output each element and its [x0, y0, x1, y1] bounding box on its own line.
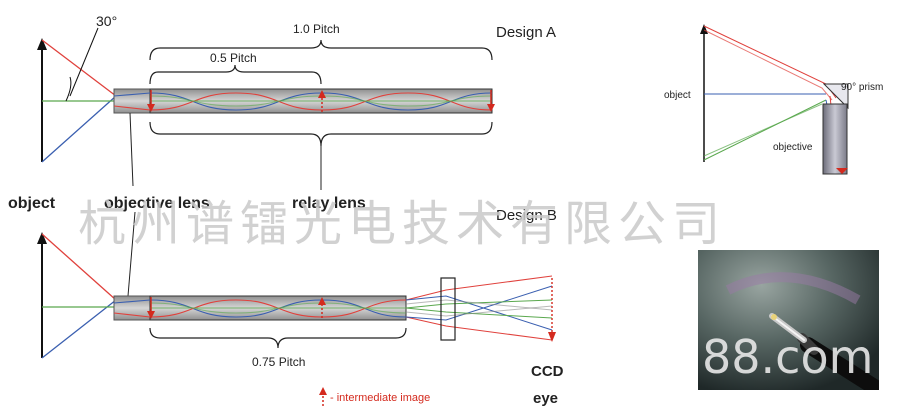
object-arrow-head-b [37, 232, 47, 244]
angle-leader [69, 27, 99, 97]
final-image-head [548, 332, 556, 342]
intermediate-images-b [147, 297, 326, 319]
design-b: Design B [37, 207, 564, 407]
relay-brace-a [149, 121, 493, 147]
objective-leader-a [129, 112, 134, 187]
design-a-title: Design A [496, 24, 556, 41]
prism-objective-label: objective [773, 142, 813, 153]
prism-rays [703, 25, 841, 173]
prism-shape [822, 83, 849, 110]
relay-lens-label: relay lens [292, 195, 366, 212]
company-watermark: 杭州谱镭光电技术有限公司 [78, 196, 726, 252]
input-rays-a [41, 39, 117, 163]
pitch-brace-b [149, 327, 407, 349]
prism-label: 90° prism [841, 82, 883, 93]
legend-arrow-head [319, 387, 327, 395]
prism-image-arrow [836, 168, 848, 174]
prism-object-arrow-head [700, 24, 708, 34]
object-arrow-head-a [37, 38, 47, 50]
pitch-brace-half [149, 64, 322, 85]
input-rays-b [41, 233, 117, 359]
pitch-b-label: 0.75 Pitch [252, 355, 305, 369]
relay-rays-b [113, 299, 407, 318]
product-photo-image [698, 250, 879, 390]
angle-arc [65, 76, 72, 102]
ccd-label: CCD [531, 363, 564, 380]
eyepiece-lens [440, 277, 456, 341]
eye-label: eye [533, 390, 558, 407]
legend-label: - intermediate image [330, 392, 430, 404]
product-photo [698, 250, 879, 390]
prism-diagram: object 90° prism objective [664, 24, 883, 175]
prism-objective-rod [822, 103, 848, 175]
pitch-half-label: 0.5 Pitch [210, 51, 257, 65]
angle-label: 30° [96, 13, 117, 29]
prism-object-label: object [664, 90, 691, 101]
design-b-title: Design B [496, 207, 557, 224]
objective-lens-label: objective lens [104, 195, 210, 212]
output-rays-b [405, 275, 553, 341]
pitch-brace-full [149, 39, 493, 61]
object-label: object [8, 195, 56, 212]
site-watermark: 88.com [702, 330, 874, 384]
pitch-full-label: 1.0 Pitch [293, 22, 340, 36]
objective-leader-b [127, 211, 136, 297]
design-a: 30° 1.0 Pitch 0.5 Pitch Design A [37, 13, 556, 163]
shared-labels: object objective lens relay lens [8, 112, 366, 297]
intermediate-images-a [147, 90, 495, 112]
